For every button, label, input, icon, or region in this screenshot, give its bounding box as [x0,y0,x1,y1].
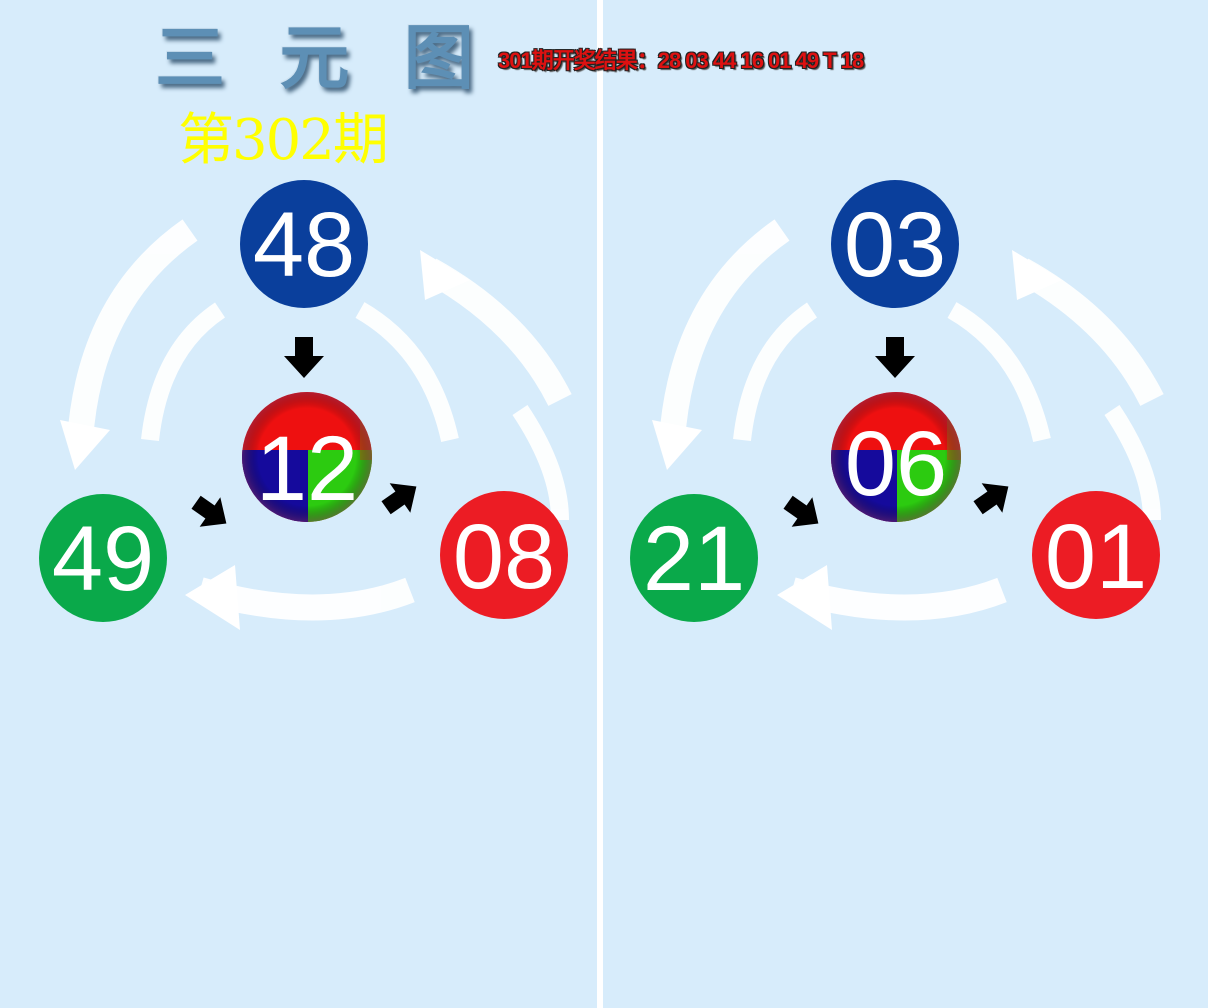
right-ball [440,491,568,619]
left-ball-number: 21 [643,508,745,610]
period-label: 第302期 [178,108,389,173]
page-title: 三 元 图 [155,16,474,99]
panel-divider [597,0,603,1008]
arrow-up-left-icon [973,483,1009,515]
diagram-panel-left: 48 12 49 08 [39,180,572,630]
top-ball [831,180,959,308]
center-ball-number: 12 [256,418,358,520]
arrow-up-left-icon [381,483,417,515]
center-ball-number: 06 [845,413,947,515]
arrow-up-right-icon [191,495,227,527]
center-ball [242,392,372,522]
arrow-down-icon [875,337,915,378]
top-ball-number: 03 [844,194,946,296]
left-ball [630,494,758,622]
right-ball-number: 08 [453,506,555,608]
outer-arrow-left [67,219,198,441]
top-ball-number: 48 [253,194,355,296]
right-ball-number: 01 [1045,506,1147,608]
right-ball [1032,491,1160,619]
left-ball [39,494,167,622]
left-ball-number: 49 [52,508,154,610]
arrow-down-icon [284,337,324,378]
arrow-up-right-icon [783,495,819,527]
outer-arrow-right [423,258,572,406]
top-ball [240,180,368,308]
diagram-panel-right: 03 06 21 01 [630,180,1164,630]
previous-result: 301期开奖结果：28 03 44 16 01 49 T 18 [498,48,864,73]
